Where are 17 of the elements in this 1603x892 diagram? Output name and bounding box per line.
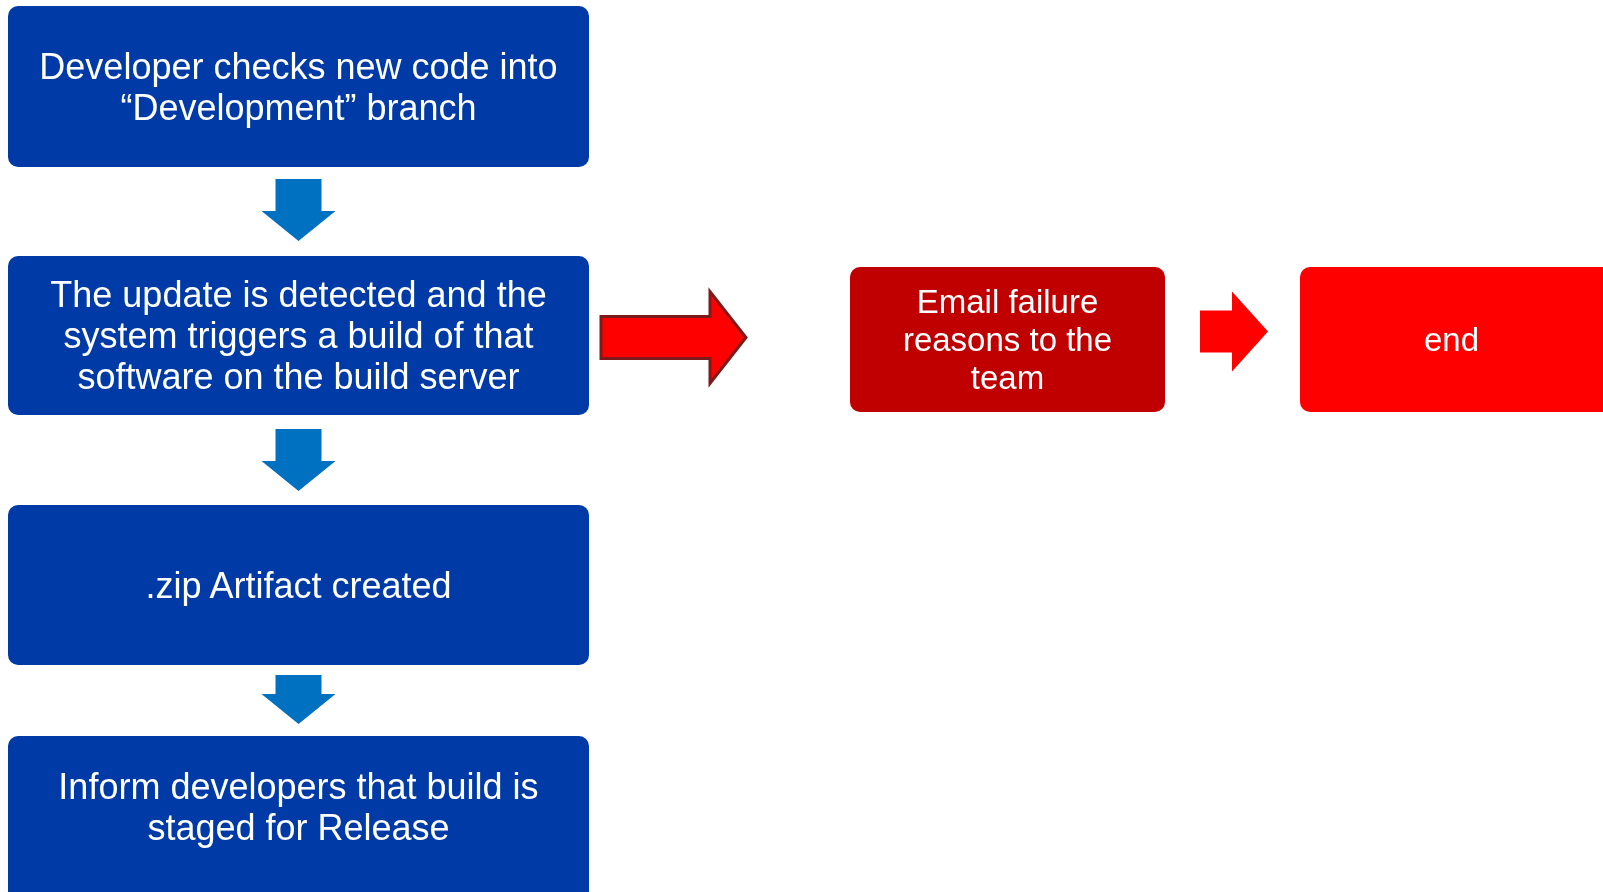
step-text: end <box>1422 320 1481 359</box>
process-box <box>850 267 1165 412</box>
step-text: Developer checks new code into “Development” branch <box>38 45 559 128</box>
block-arrow <box>261 179 336 241</box>
process-box <box>1300 267 1603 412</box>
process-box <box>8 256 589 415</box>
step-text: Inform developers that build is staged for Release <box>57 766 540 848</box>
block-arrow <box>1200 291 1268 372</box>
step-text: The update is detected and the system triggers a build of that software on the build server <box>49 274 548 397</box>
block-arrow <box>261 675 336 724</box>
process-box <box>8 736 589 892</box>
block-arrow <box>261 429 336 491</box>
process-box <box>8 6 589 167</box>
block-arrow <box>599 287 748 388</box>
step-text: .zip Artifact created <box>144 564 453 606</box>
process-box <box>8 505 589 665</box>
step-text: Email failure reasons to the team <box>901 282 1114 397</box>
